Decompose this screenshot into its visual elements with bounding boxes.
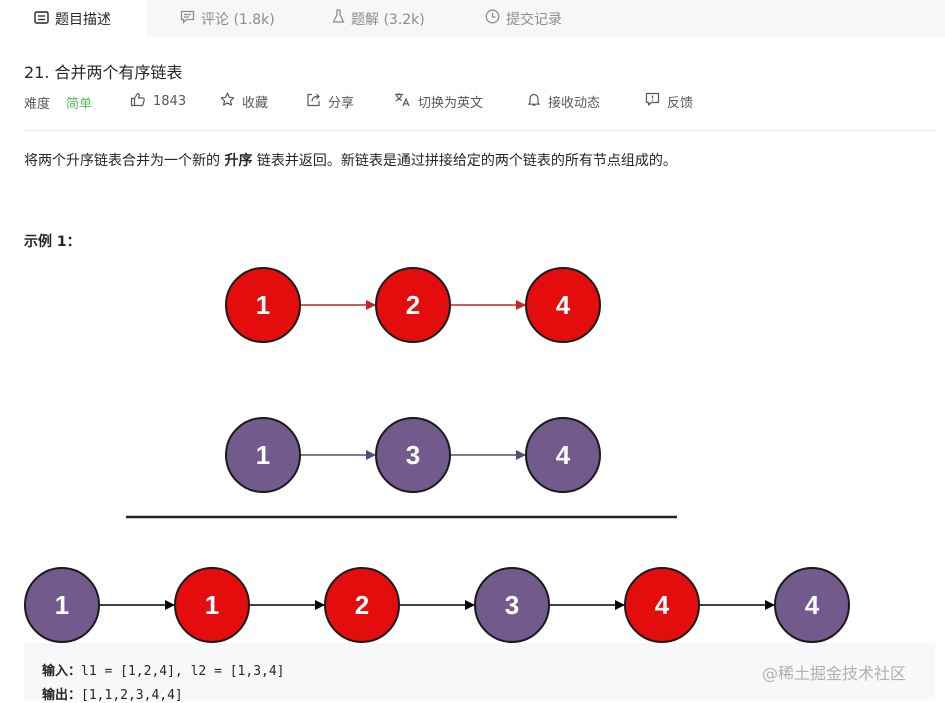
like-button[interactable]: 1843 <box>130 92 186 110</box>
tab-label: 评论 (1.8k) <box>201 11 275 28</box>
divider <box>24 130 936 131</box>
description-icon <box>34 10 55 28</box>
list2-node-label: 1 <box>256 440 270 470</box>
feedback-icon <box>645 92 667 110</box>
comment-icon <box>180 10 201 28</box>
share-icon <box>306 92 328 111</box>
difficulty-value: 简单 <box>66 97 93 112</box>
output-label: 输出： <box>42 688 82 703</box>
notify-label: 接收动态 <box>548 95 601 111</box>
output-value: [1,1,2,3,4,4] <box>81 688 183 703</box>
example-code-block: 输入：l1 = [1,2,4], l2 = [1,3,4] 输出：[1,1,2,… <box>24 643 935 703</box>
description-text: 链表并返回。新链表是通过拼接给定的两个链表的所有节点组成的。 <box>252 153 677 169</box>
list1-node-label: 4 <box>556 290 571 320</box>
tab-submissions[interactable]: 提交记录 <box>485 0 562 37</box>
description-bold: 升序 <box>224 153 253 169</box>
description-text: 将两个升序链表合并为一个新的 <box>24 153 225 169</box>
list1-node <box>375 267 451 343</box>
tab-bar: 题目描述 评论 (1.8k) 题解 (3.2k) 提交记录 <box>0 0 945 38</box>
problem-title: 21. 合并两个有序链表 <box>24 63 183 82</box>
tab-label: 题解 (3.2k) <box>351 11 425 28</box>
list1-node-label: 1 <box>256 290 270 320</box>
list2-nodes: 1 3 4 <box>225 417 601 493</box>
tab-solutions[interactable]: 题解 (3.2k) <box>332 0 425 37</box>
bell-icon <box>527 92 548 111</box>
tab-label: 提交记录 <box>506 11 562 28</box>
merged-node <box>774 567 850 643</box>
flask-icon <box>332 9 351 28</box>
tab-label: 题目描述 <box>55 12 111 28</box>
merged-node-label: 2 <box>355 590 369 620</box>
merged-node <box>624 567 700 643</box>
list2-node <box>225 417 301 493</box>
list1-node <box>225 267 301 343</box>
merged-node-label: 1 <box>205 590 219 620</box>
merged-node-label: 4 <box>655 590 670 620</box>
translate-icon <box>394 92 418 111</box>
star-icon <box>220 92 242 111</box>
history-icon <box>485 9 506 28</box>
list1-node <box>525 267 601 343</box>
notify-button[interactable]: 接收动态 <box>527 92 601 111</box>
input-line: 输入：l1 = [1,2,4], l2 = [1,3,4] <box>42 660 285 679</box>
like-count: 1843 <box>153 93 187 109</box>
merged-node <box>324 567 400 643</box>
thumbs-up-icon <box>130 92 153 111</box>
list2-node-label: 4 <box>556 440 571 470</box>
output-line: 输出：[1,1,2,3,4,4] <box>42 684 183 703</box>
translate-button[interactable]: 切换为英文 <box>394 92 484 111</box>
example-title: 示例 1： <box>24 234 81 250</box>
merged-node <box>174 567 250 643</box>
watermark: @稀土掘金技术社区 <box>762 664 907 683</box>
merged-list-nodes: 1 1 2 3 4 4 <box>24 567 850 643</box>
tab-comments[interactable]: 评论 (1.8k) <box>180 0 275 37</box>
list2-node <box>375 417 451 493</box>
input-value: l1 = [1,2,4], l2 = [1,3,4] <box>81 664 285 679</box>
merged-node-label: 1 <box>55 590 69 620</box>
translate-label: 切换为英文 <box>418 95 484 111</box>
feedback-button[interactable]: 反馈 <box>645 92 694 111</box>
merged-node-label: 4 <box>805 590 820 620</box>
share-label: 分享 <box>328 95 355 111</box>
merged-node <box>474 567 550 643</box>
linked-list-diagram: 1 2 4 1 3 4 1 1 2 3 4 4 <box>24 267 850 643</box>
problem-description: 将两个升序链表合并为一个新的 升序 链表并返回。新链表是通过拼接给定的两个链表的… <box>24 150 677 170</box>
difficulty-label: 难度 <box>24 97 51 112</box>
list1-nodes: 1 2 4 <box>225 267 601 343</box>
favorite-button[interactable]: 收藏 <box>220 92 269 111</box>
list2-node-label: 3 <box>406 440 420 470</box>
merged-node-label: 3 <box>505 590 519 620</box>
feedback-label: 反馈 <box>667 95 694 111</box>
favorite-label: 收藏 <box>242 95 269 111</box>
share-button[interactable]: 分享 <box>306 92 355 111</box>
merged-node <box>24 567 100 643</box>
input-label: 输入： <box>42 664 82 679</box>
list2-node <box>525 417 601 493</box>
tab-description[interactable]: 题目描述 <box>0 0 147 38</box>
list1-node-label: 2 <box>406 290 420 320</box>
